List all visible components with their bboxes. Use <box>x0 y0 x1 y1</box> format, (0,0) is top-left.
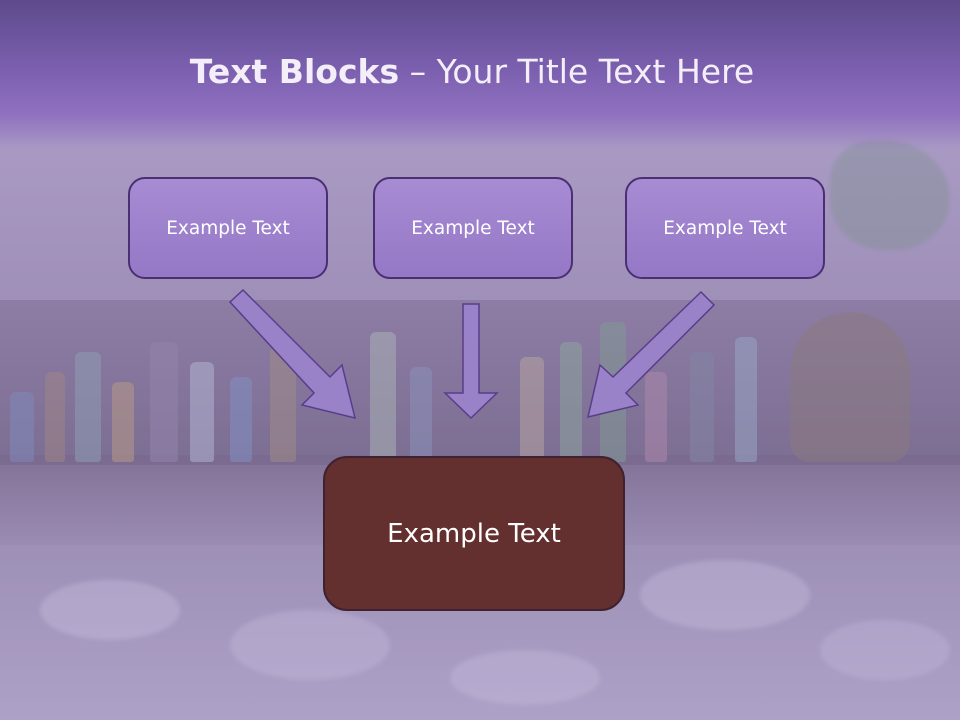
title-bold: Text Blocks <box>189 52 400 91</box>
bottle-shape <box>45 372 65 462</box>
text-block-3[interactable]: Example Text <box>625 177 825 279</box>
plant-shape <box>830 140 950 250</box>
text-block-2[interactable]: Example Text <box>373 177 573 279</box>
target-text-block-label: Example Text <box>387 518 561 549</box>
title-rest: Your Title Text Here <box>436 52 755 91</box>
arrow-down-left-icon <box>586 290 716 419</box>
text-block-1-label: Example Text <box>166 217 290 239</box>
glass-glare <box>40 580 180 640</box>
arrow-down-right-icon <box>228 288 357 420</box>
bottle-shape <box>230 377 252 462</box>
glass-glare <box>230 610 390 680</box>
target-text-block[interactable]: Example Text <box>323 456 625 611</box>
text-block-2-label: Example Text <box>411 217 535 239</box>
bottle-shape <box>560 342 582 462</box>
bottle-shape <box>735 337 757 462</box>
bottle-shape <box>645 372 667 462</box>
bottle-shape <box>410 367 432 462</box>
glass-glare <box>450 650 600 705</box>
bottle-shape <box>10 392 34 462</box>
bottle-shape <box>370 332 396 462</box>
bottle-shape <box>150 342 178 462</box>
glass-glare <box>640 560 810 630</box>
title-band <box>0 0 960 150</box>
bottle-shape <box>690 352 714 462</box>
bottle-shape <box>75 352 101 462</box>
arrow-down-icon <box>443 303 499 420</box>
bottle-shape <box>190 362 214 462</box>
text-block-3-label: Example Text <box>663 217 787 239</box>
text-block-1[interactable]: Example Text <box>128 177 328 279</box>
slide-title: Text Blocks – Your Title Text Here <box>0 52 944 91</box>
glass-glare <box>820 620 950 680</box>
title-separator: – <box>399 52 437 91</box>
bottle-shape <box>520 357 544 462</box>
bottle-shape <box>790 312 910 462</box>
bottle-shape <box>112 382 134 462</box>
